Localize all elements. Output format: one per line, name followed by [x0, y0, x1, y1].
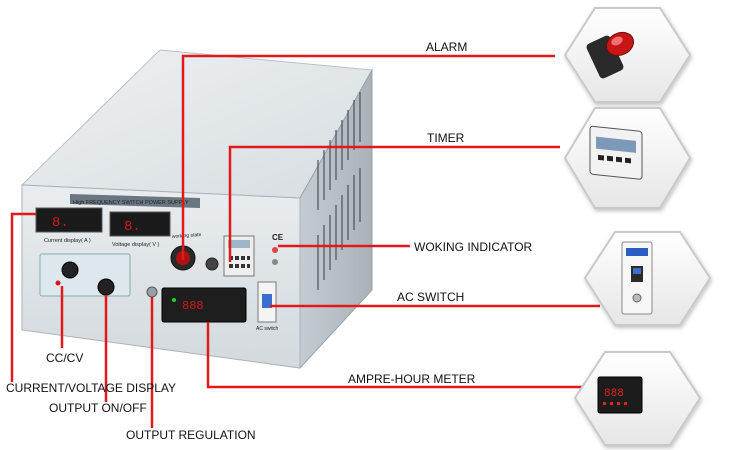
label-alarm: ALARM [426, 40, 468, 54]
ac-switch-label: AC switch [256, 326, 278, 332]
voltage-display-label: Voltage display( V ) [112, 242, 160, 248]
label-ac-switch: AC SWITCH [397, 290, 465, 304]
working-indicator-led [205, 257, 219, 271]
hexagon-alarm [563, 7, 692, 103]
hexagon-ampere-hour-meter: 888 [573, 351, 702, 446]
front-banner [70, 194, 200, 208]
side-vents [317, 92, 361, 290]
label-output-on-off: OUTPUT ON/OFF [49, 401, 147, 415]
brand-banner-text: High FREQUENCY SWITCH POWER SUPPLY [73, 200, 189, 206]
ah-meter-led [172, 298, 176, 302]
label-current-voltage-display: CURRENT/VOLTAGE DISPLAY [6, 381, 177, 395]
label-working-indicator: WOKING INDICATOR [414, 240, 533, 254]
hexagon-timer [563, 107, 692, 209]
ah-meter-digits: 888 [182, 299, 204, 313]
working-state-label: working state [172, 232, 202, 240]
current-display-label: Current display( A ) [44, 238, 91, 244]
alarm-buzzer-photo [586, 31, 635, 79]
label-cc-cv: CC/CV [46, 351, 84, 365]
indicator-led-right-2 [272, 259, 278, 265]
leader-lines [10, 54, 600, 428]
ampere-hour-meter-photo: 888 [597, 376, 643, 414]
label-timer: TIMER [427, 131, 465, 145]
hexagon-ac-switch [583, 231, 712, 326]
current-display [35, 207, 103, 233]
current-display-digits: 8. [52, 215, 69, 231]
control-panel-left [39, 253, 131, 297]
voltage-display [109, 211, 171, 237]
ac-switch-toggle [262, 294, 272, 308]
svg-text:888: 888 [604, 388, 624, 400]
timer-photo [589, 125, 643, 180]
cc-cv-indicator [55, 280, 61, 286]
ce-mark: CE [272, 233, 284, 242]
ac-breaker-photo [621, 241, 653, 315]
ampere-hour-meter-panel [161, 287, 247, 323]
label-output-regulation: OUTPUT REGULATION [126, 428, 256, 442]
power-supply-unit: High FREQUENCY SWITCH POWER SUPPLY 8. Cu… [20, 49, 373, 370]
output-knob[interactable] [97, 278, 115, 296]
output-regulation-knob[interactable] [146, 286, 158, 298]
cc-cv-knob[interactable] [61, 261, 79, 279]
indicator-led-right [272, 247, 278, 253]
timer-screen [228, 240, 250, 248]
label-ampere-hour-meter: AMPRE-HOUR METER [348, 372, 476, 386]
voltage-display-digits: 8. [124, 219, 141, 235]
